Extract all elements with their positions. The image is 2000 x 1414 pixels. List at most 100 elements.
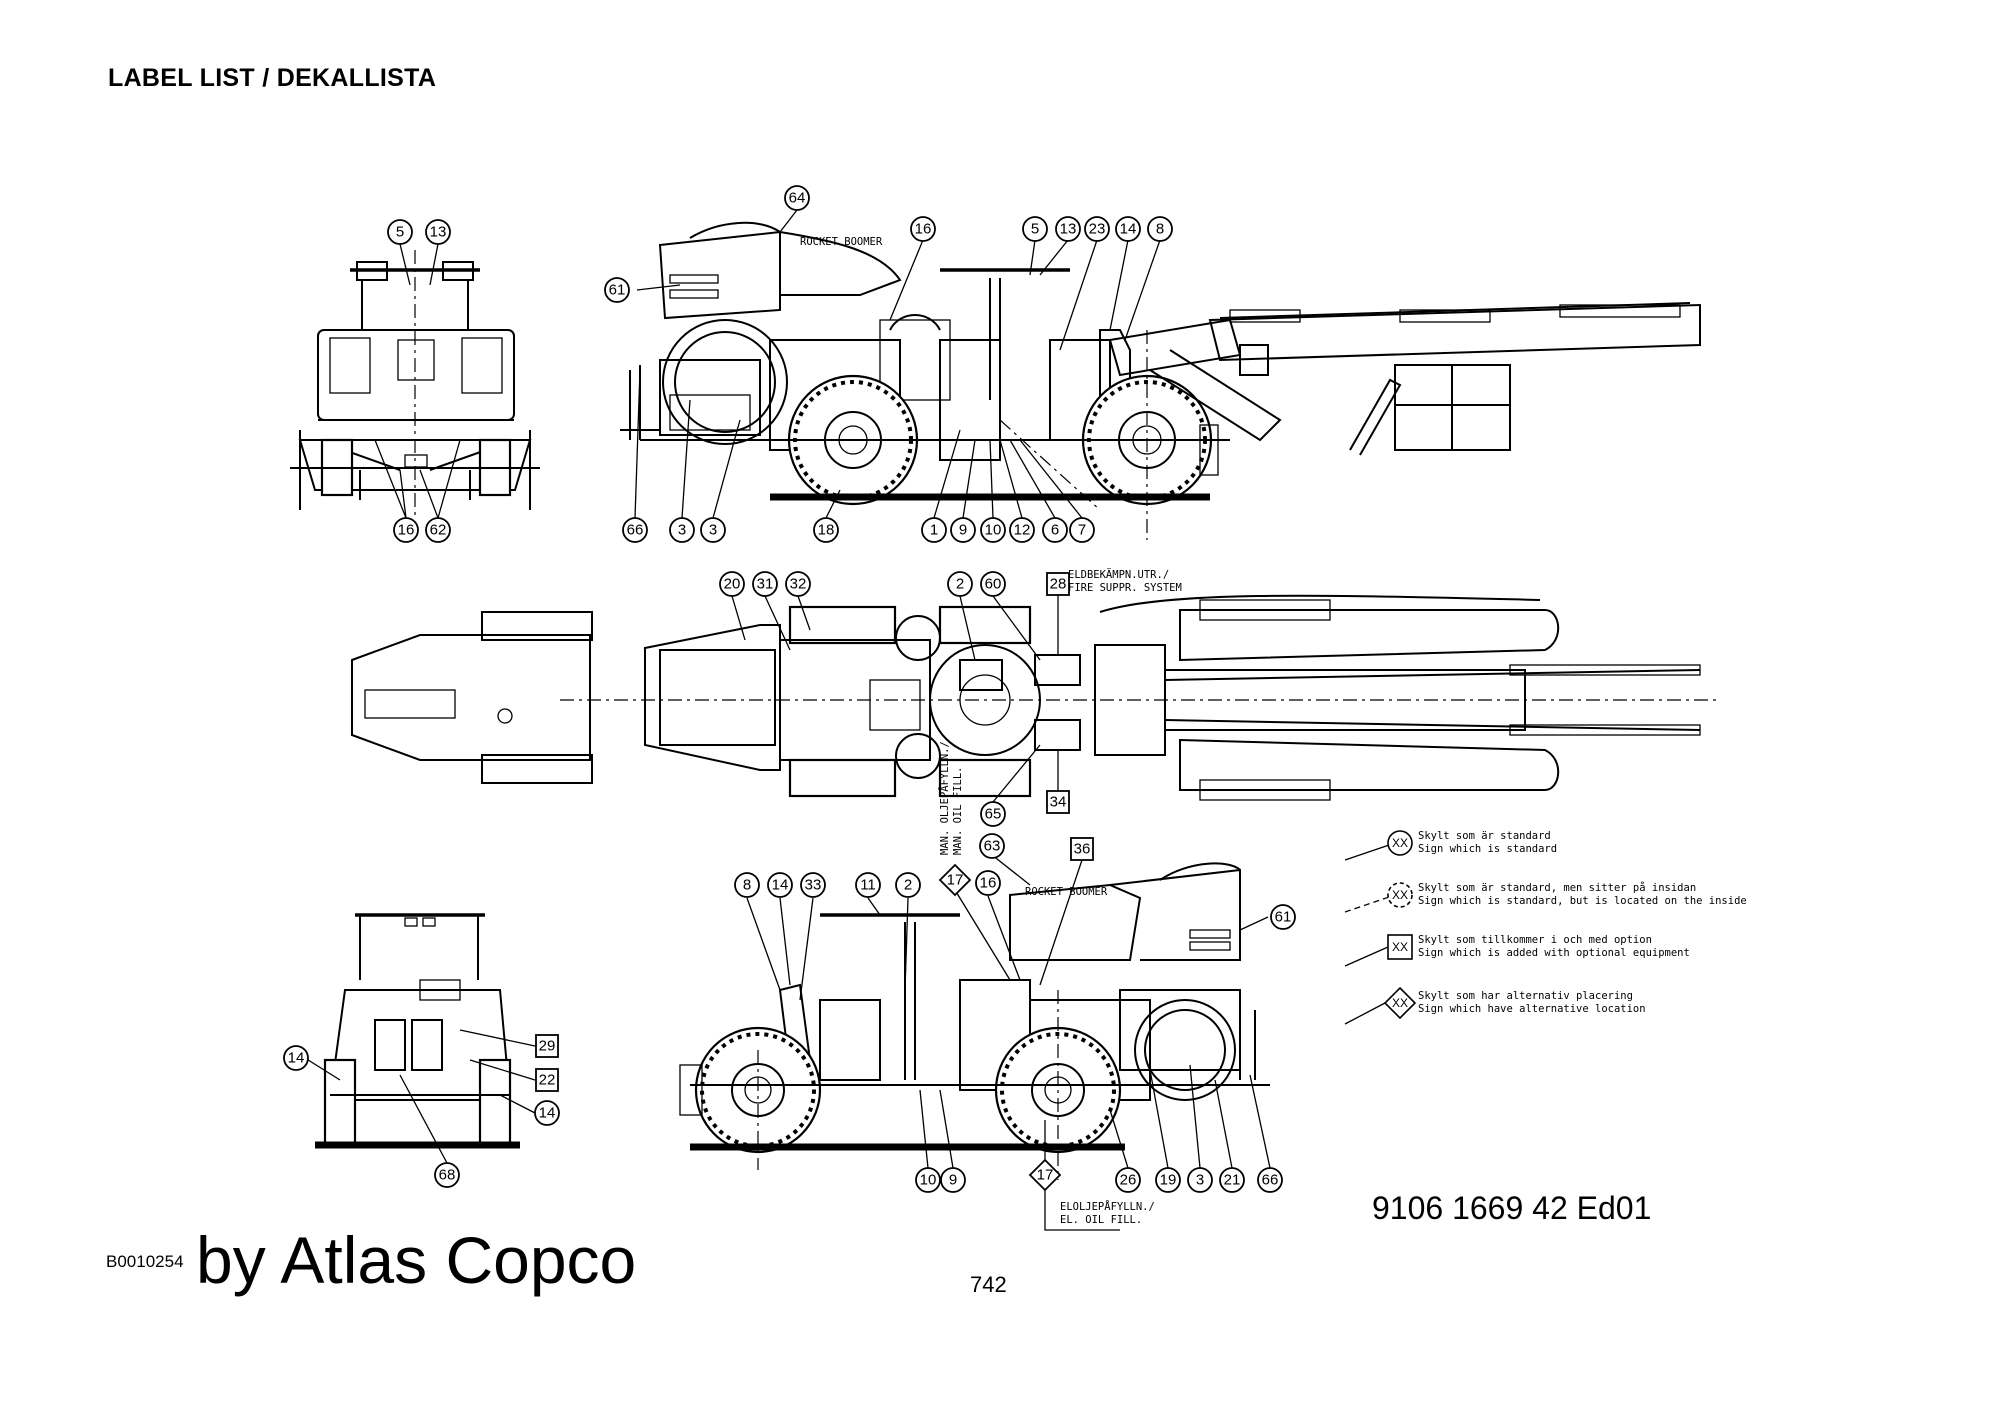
callout-61-bottom: 61 (1270, 904, 1296, 930)
callout-19: 19 (1155, 1167, 1181, 1193)
callout-14-top: 14 (1115, 216, 1141, 242)
callout-label: 20 (724, 576, 741, 593)
callout-2-plan: 2 (947, 571, 973, 597)
legend-inside-line2: Sign which is standard, but is located o… (1418, 895, 1747, 907)
callout-label: 9 (949, 1172, 957, 1189)
callout-64: 64 (784, 185, 810, 211)
callout-label: 28 (1050, 576, 1067, 593)
fire-suppression-note: ELDBEKÄMPN.UTR./ FIRE SUPPR. SYSTEM (1068, 568, 1182, 594)
callout-label: 32 (790, 576, 807, 593)
callout-label: 10 (985, 522, 1002, 539)
callout-29: 29 (535, 1034, 559, 1058)
callout-16-front: 16 (393, 517, 419, 543)
legend-option-line1: Skylt som tillkommer i och med option (1418, 934, 1652, 946)
legend-standard-symbol: XX (1344, 830, 1413, 861)
callout-label: 16 (915, 221, 932, 238)
callout-label: 2 (904, 877, 912, 894)
callout-label: 16 (398, 522, 415, 539)
callout-68: 68 (434, 1162, 460, 1188)
callout-label: 5 (396, 224, 404, 241)
document-number: 9106 1669 42 Ed01 (1372, 1190, 1652, 1226)
callout-label: 3 (709, 522, 717, 539)
callout-65: 65 (980, 801, 1006, 827)
callout-3-bottom: 3 (1187, 1167, 1213, 1193)
legend-standard-code: XX (1392, 836, 1408, 850)
callout-label: 23 (1089, 221, 1106, 238)
rocket-boomer-label: ROCKET BOOMER (800, 236, 883, 248)
callout-label: 61 (1275, 909, 1292, 926)
callout-9-top: 9 (950, 517, 976, 543)
callout-3-top-b: 3 (700, 517, 726, 543)
legend-alternative-line1: Skylt som har alternativ placering (1418, 990, 1633, 1002)
legend-option-symbol: XX (1344, 934, 1413, 967)
callout-32: 32 (785, 571, 811, 597)
callout-label: 18 (818, 522, 835, 539)
callout-label: 14 (539, 1105, 556, 1122)
callout-label: 19 (1160, 1172, 1177, 1189)
callout-34: 34 (1046, 790, 1070, 814)
leader-lines (304, 209, 1271, 1169)
brand-caption: by Atlas Copco (196, 1223, 637, 1297)
callout-6: 6 (1042, 517, 1068, 543)
callout-61-top: 61 (604, 277, 630, 303)
legend-alternative-symbol: XX (1344, 986, 1417, 1025)
callout-label: 14 (772, 877, 789, 894)
rear-view (315, 913, 520, 1149)
callout-label: 63 (984, 838, 1001, 855)
callout-13-front: 13 (425, 219, 451, 245)
callout-5-front: 5 (387, 219, 413, 245)
callout-label: 68 (439, 1167, 456, 1184)
callout-28: 28 (1046, 572, 1070, 596)
callout-17-diamond-bottom: 17 (1028, 1158, 1062, 1192)
callout-20: 20 (719, 571, 745, 597)
callout-21: 21 (1219, 1167, 1245, 1193)
callout-label: 6 (1051, 522, 1059, 539)
callout-14-bottom: 14 (767, 872, 793, 898)
callout-label: 66 (627, 522, 644, 539)
callout-8-bottom: 8 (734, 872, 760, 898)
callout-label: 33 (805, 877, 822, 894)
legend-inside-line1: Skylt som är standard, men sitter på ins… (1418, 881, 1696, 894)
callout-26: 26 (1115, 1167, 1141, 1193)
callout-2-bottom: 2 (895, 872, 921, 898)
callout-11: 11 (855, 872, 881, 898)
callout-label: 13 (430, 224, 447, 241)
callout-1: 1 (921, 517, 947, 543)
callout-10-bottom: 10 (915, 1167, 941, 1193)
callout-18: 18 (813, 517, 839, 543)
callout-label: 10 (920, 1172, 937, 1189)
legend-standard-line1: Skylt som är standard (1418, 830, 1551, 842)
callout-label: 12 (1014, 522, 1031, 539)
legend-inside-symbol: XX (1344, 882, 1413, 913)
callout-17-diamond-top: 17 (938, 863, 972, 897)
callout-9-bottom: 9 (940, 1167, 966, 1193)
callout-label: 17 (1037, 1167, 1054, 1184)
side-view-top: ROCKET BOOMER (620, 221, 1701, 540)
callout-label: 66 (1262, 1172, 1279, 1189)
callout-label: 26 (1120, 1172, 1137, 1189)
manual-oil-fill-note-line1: MAN. OLJEPÅFYLLN./ (938, 741, 951, 855)
callout-label: 21 (1224, 1172, 1241, 1189)
callout-label: 8 (1156, 221, 1164, 238)
callout-label: 3 (1196, 1172, 1204, 1189)
callout-label: 61 (609, 282, 626, 299)
legend-alternative-code: XX (1392, 996, 1408, 1010)
callout-16-bottom: 16 (975, 870, 1001, 896)
callout-label: 34 (1050, 794, 1067, 811)
callout-7: 7 (1069, 517, 1095, 543)
callout-label: 16 (980, 875, 997, 892)
callout-33: 33 (800, 872, 826, 898)
fire-suppression-note-line1: ELDBEKÄMPN.UTR./ (1068, 568, 1169, 581)
legend-option-code: XX (1392, 940, 1408, 954)
page-number: 742 (970, 1272, 1007, 1297)
side-view-bottom: ROCKET BOOMER (679, 862, 1270, 1180)
callout-14-rear-left: 14 (283, 1045, 309, 1071)
callout-22: 22 (535, 1068, 559, 1092)
callout-10-top: 10 (980, 517, 1006, 543)
callout-3-top-a: 3 (669, 517, 695, 543)
image-id: B0010254 (106, 1252, 184, 1271)
plan-view (351, 594, 1720, 801)
callout-label: 64 (789, 190, 806, 207)
